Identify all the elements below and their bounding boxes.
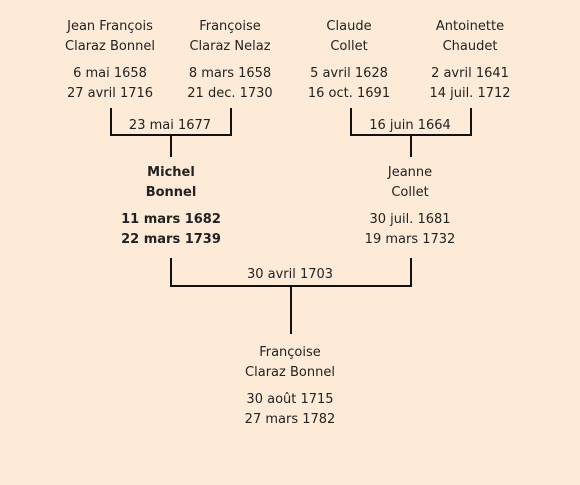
person-first-name: Antoinette bbox=[435, 19, 505, 34]
person-last-name: Bonnel bbox=[145, 185, 197, 200]
person-first-name: Françoise bbox=[259, 345, 321, 360]
person-last-name: Claraz Bonnel bbox=[245, 365, 335, 380]
person-first-name: Claude bbox=[326, 19, 372, 34]
person-claude-collet: Claude Collet 5 avril 1628 16 oct. 1691 bbox=[269, 17, 429, 104]
person-death-date: 22 mars 1739 bbox=[121, 232, 221, 247]
person-last-name: Collet bbox=[391, 185, 429, 200]
person-jean-francois-claraz-bonnel: Jean François Claraz Bonnel 6 mai 1658 2… bbox=[30, 17, 190, 104]
person-birth-date: 30 juil. 1681 bbox=[369, 212, 451, 227]
connector-left-grandmother bbox=[230, 108, 232, 135]
person-last-name: Chaudet bbox=[442, 39, 498, 54]
person-first-name: Michel bbox=[147, 165, 195, 180]
person-first-name: Jeanne bbox=[387, 165, 433, 180]
person-death-date: 19 mars 1732 bbox=[364, 232, 456, 247]
person-michel-bonnel: Michel Bonnel 11 mars 1682 22 mars 1739 bbox=[91, 163, 251, 250]
person-death-date: 21 dec. 1730 bbox=[187, 86, 273, 101]
connector-right-grandmother bbox=[470, 108, 472, 135]
connector-descent-maternal bbox=[410, 135, 412, 157]
connector-father bbox=[170, 258, 172, 286]
person-last-name: Claraz Nelaz bbox=[189, 39, 271, 54]
person-birth-date: 11 mars 1682 bbox=[121, 212, 221, 227]
person-birth-date: 6 mai 1658 bbox=[73, 66, 147, 81]
person-first-name: Jean François bbox=[67, 19, 153, 34]
connector-mother bbox=[410, 258, 412, 286]
person-last-name: Claraz Bonnel bbox=[65, 39, 155, 54]
connector-left-grandfather bbox=[110, 108, 112, 135]
person-antoinette-chaudet: Antoinette Chaudet 2 avril 1641 14 juil.… bbox=[390, 17, 550, 104]
person-last-name: Collet bbox=[330, 39, 368, 54]
person-death-date: 16 oct. 1691 bbox=[307, 86, 391, 101]
person-death-date: 27 mars 1782 bbox=[244, 412, 336, 427]
person-jeanne-collet: Jeanne Collet 30 juil. 1681 19 mars 1732 bbox=[330, 163, 490, 250]
person-birth-date: 2 avril 1641 bbox=[431, 66, 509, 81]
marriage-date-parents: 30 avril 1703 bbox=[246, 267, 334, 282]
person-death-date: 27 avril 1716 bbox=[66, 86, 154, 101]
person-birth-date: 30 août 1715 bbox=[246, 392, 334, 407]
person-francoise-claraz-nelaz: Françoise Claraz Nelaz 8 mars 1658 21 de… bbox=[150, 17, 310, 104]
connector-descent-child bbox=[290, 286, 292, 334]
marriage-date-paternal-grandparents: 23 mai 1677 bbox=[128, 118, 212, 133]
person-death-date: 14 juil. 1712 bbox=[429, 86, 511, 101]
person-birth-date: 8 mars 1658 bbox=[188, 66, 272, 81]
connector-right-grandfather bbox=[350, 108, 352, 135]
connector-descent-paternal bbox=[170, 135, 172, 157]
person-birth-date: 5 avril 1628 bbox=[310, 66, 388, 81]
person-francoise-claraz-bonnel: Françoise Claraz Bonnel 30 août 1715 27 … bbox=[210, 343, 370, 430]
marriage-date-maternal-grandparents: 16 juin 1664 bbox=[369, 118, 451, 133]
person-first-name: Françoise bbox=[199, 19, 261, 34]
